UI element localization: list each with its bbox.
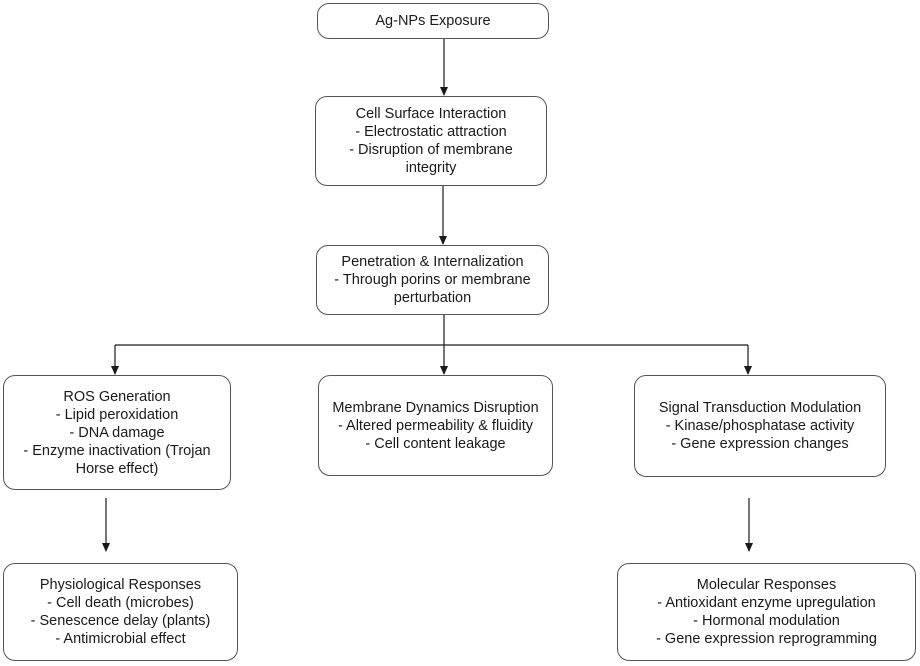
node-line: - Hormonal modulation [693, 613, 840, 629]
node-title: Physiological Responses [39, 577, 202, 593]
node-line: - Gene expression changes [671, 436, 849, 452]
node-title: Membrane Dynamics Disruption [332, 399, 539, 416]
node-line: - Disruption of membrane [349, 142, 513, 158]
node-title: Molecular Responses [696, 577, 837, 593]
node-line: - Electrostatic attraction [355, 124, 507, 140]
node-title: Cell Surface Interaction [355, 106, 507, 122]
node-cell-surface-interaction: Cell Surface Interaction - Electrostatic… [315, 96, 547, 186]
node-penetration-internalization: Penetration & Internalization - Through … [316, 245, 549, 315]
node-title: ROS Generation [63, 388, 171, 405]
node-ros-generation: ROS Generation - Lipid peroxidation - DN… [3, 375, 231, 490]
node-membrane-dynamics-disruption: Membrane Dynamics Disruption - Altered p… [318, 375, 553, 476]
node-line: - Lipid peroxidation [55, 406, 179, 423]
node-line: perturbation [393, 290, 472, 306]
node-line: - Enzyme inactivation (Trojan [23, 442, 211, 459]
node-physiological-responses: Physiological Responses - Cell death (mi… [3, 563, 238, 661]
node-line: - Gene expression reprogramming [656, 631, 877, 647]
node-molecular-responses: Molecular Responses - Antioxidant enzyme… [617, 563, 916, 661]
node-line: integrity [405, 160, 457, 176]
node-title: Penetration & Internalization [341, 254, 524, 270]
node-line: - Kinase/phosphatase activity [665, 418, 855, 434]
node-line: - Altered permeability & fluidity [337, 417, 534, 434]
node-line: - Cell death (microbes) [47, 595, 194, 611]
node-title: Ag-NPs Exposure [375, 13, 491, 29]
node-agnps-exposure: Ag-NPs Exposure [317, 3, 549, 39]
node-line: - Cell content leakage [365, 435, 506, 452]
node-line: - DNA damage [69, 424, 165, 441]
node-line: - Antimicrobial effect [55, 631, 186, 647]
node-title: Signal Transduction Modulation [658, 400, 862, 416]
node-line: - Through porins or membrane [334, 272, 531, 288]
node-signal-transduction-modulation: Signal Transduction Modulation - Kinase/… [634, 375, 886, 477]
node-line: - Senescence delay (plants) [30, 613, 211, 629]
node-line: Horse effect) [75, 460, 159, 477]
node-line: - Antioxidant enzyme upregulation [657, 595, 876, 611]
